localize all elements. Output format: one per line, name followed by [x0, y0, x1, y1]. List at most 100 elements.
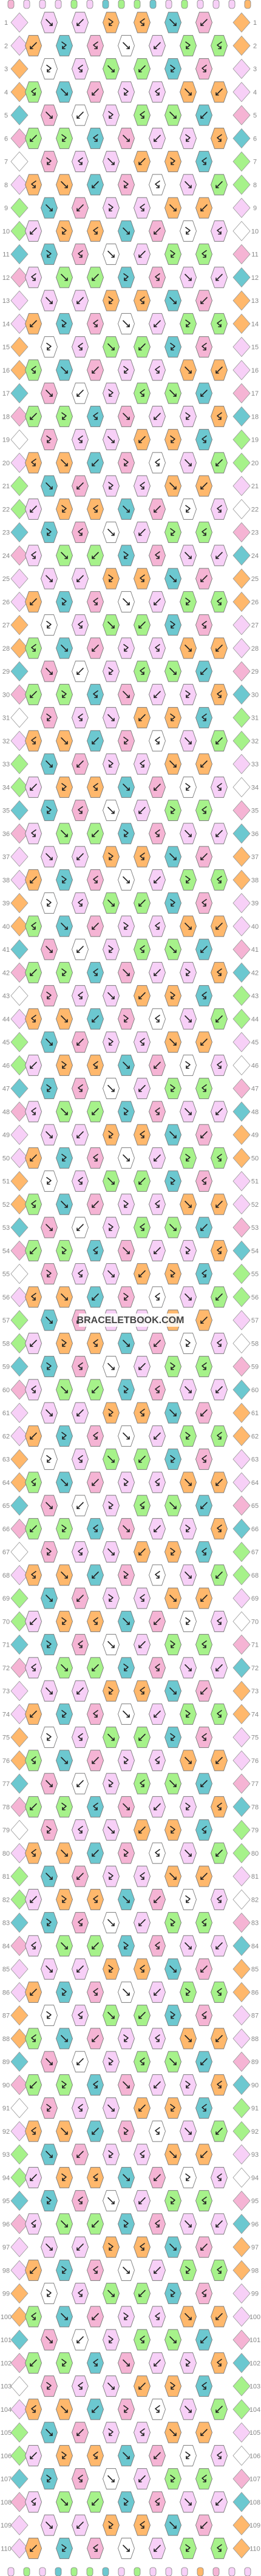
arrow-left-then-right-icon [202, 620, 207, 629]
row-number-right: 84 [251, 1943, 259, 1950]
arrow-right-then-left-icon [170, 991, 175, 1000]
arrow-down-right-icon [185, 1015, 192, 1023]
arrow-left-then-right-icon [78, 342, 83, 351]
edge-knot-right [232, 1472, 251, 1493]
edge-knot-left [10, 430, 29, 450]
knot [118, 1518, 135, 1539]
knot [149, 1101, 166, 1123]
knot [25, 1472, 42, 1493]
arrow-right-then-left-icon [170, 250, 175, 258]
arrow-left-then-right-icon [155, 1200, 160, 1208]
knot [25, 2352, 42, 2374]
knot [149, 359, 166, 381]
knot [211, 1101, 228, 1123]
knot [134, 1402, 151, 1424]
knot [134, 1865, 151, 1887]
knot [56, 1842, 73, 1864]
knot [149, 1657, 166, 1679]
arrow-down-right-icon [169, 204, 177, 211]
arrow-left-then-right-icon [217, 41, 222, 50]
arrow-down-left-icon [138, 714, 146, 722]
edge-knot-left [10, 2283, 29, 2304]
arrow-down-left-icon [76, 1502, 84, 1509]
knot [211, 2213, 228, 2235]
arrow-left-then-right-icon [155, 2127, 160, 2135]
row-number-right: 70 [251, 1618, 259, 1625]
arrow-down-right-icon [185, 88, 192, 96]
knot [149, 498, 166, 520]
edge-knot-right [232, 2098, 251, 2119]
arrow-down-left-icon [154, 1803, 161, 1811]
arrow-left-then-right-icon [78, 806, 83, 814]
knot [134, 2143, 151, 2165]
arrow-right-then-left-icon [170, 2196, 175, 2205]
knot [41, 800, 58, 822]
arrow-down-left-icon [76, 1687, 84, 1695]
knot [149, 545, 166, 566]
arrow-down-left-icon [154, 2452, 161, 2460]
row-number-right: 68 [251, 1572, 259, 1579]
arrow-down-right-icon [185, 1572, 192, 1579]
arrow-right-then-left-icon [46, 342, 52, 351]
arrow-right-then-left-icon [61, 2266, 67, 2274]
edge-knot-right [232, 337, 251, 357]
edge-knot-left [10, 383, 29, 403]
knot [164, 1634, 181, 1656]
edge-knot-right [232, 128, 251, 148]
arrow-down-left-icon [200, 668, 208, 675]
arrow-down-right-icon [107, 1177, 115, 1185]
knot [164, 753, 181, 775]
knot [164, 290, 181, 311]
arrow-down-left-icon [154, 2544, 161, 2552]
row-number-right: 92 [251, 2128, 259, 2136]
knot [118, 1981, 135, 2003]
knot [180, 683, 197, 705]
edge-knot-right [232, 221, 251, 241]
knot [72, 800, 89, 822]
arrow-down-left-icon [92, 2406, 99, 2413]
arrow-left-then-right-icon [31, 2127, 36, 2135]
knot [103, 846, 120, 868]
arrow-down-left-icon [92, 1572, 99, 1579]
edge-knot-left [10, 1611, 29, 1632]
arrow-down-right-icon [169, 853, 177, 860]
knot [118, 1842, 135, 1864]
row-number-left: 49 [2, 1132, 10, 1139]
knot [41, 2283, 58, 2305]
arrow-down-left-icon [92, 830, 99, 837]
knot [195, 846, 212, 868]
arrow-down-right-icon [123, 876, 130, 884]
edge-knot-right [232, 1403, 251, 1423]
knot [195, 244, 212, 265]
knot [72, 660, 89, 682]
knot [103, 1819, 120, 1841]
knot [118, 452, 135, 474]
arrow-down-right-icon [107, 158, 115, 165]
arrow-down-right-icon [46, 2336, 53, 2343]
knot [134, 2468, 151, 2490]
arrow-left-then-right-icon [140, 1130, 145, 1138]
arrow-down-left-icon [200, 2336, 208, 2343]
arrow-down-right-icon [46, 297, 53, 304]
arrow-left-then-right-icon [93, 1432, 98, 1440]
edge-knot-right [232, 568, 251, 589]
arrow-left-then-right-icon [93, 2451, 98, 2460]
knot [72, 336, 89, 358]
knot [134, 1031, 151, 1053]
knot [195, 336, 212, 358]
knot [103, 1449, 120, 1470]
edge-knot-left [10, 2422, 29, 2443]
arrow-down-left-icon [30, 2266, 37, 2274]
knot [164, 1680, 181, 1702]
edge-knot-right [232, 1588, 251, 1608]
arrow-down-left-icon [154, 134, 161, 142]
arrow-right-then-left-icon [170, 1918, 175, 1927]
arrow-left-then-right-icon [155, 1942, 160, 1950]
knot [72, 1958, 89, 1980]
arrow-right-then-left-icon [46, 713, 52, 722]
knot [134, 707, 151, 729]
arrow-down-left-icon [154, 227, 161, 235]
arrow-down-left-icon [76, 946, 84, 953]
knot [134, 1356, 151, 1378]
arrow-down-right-icon [107, 1363, 115, 1370]
